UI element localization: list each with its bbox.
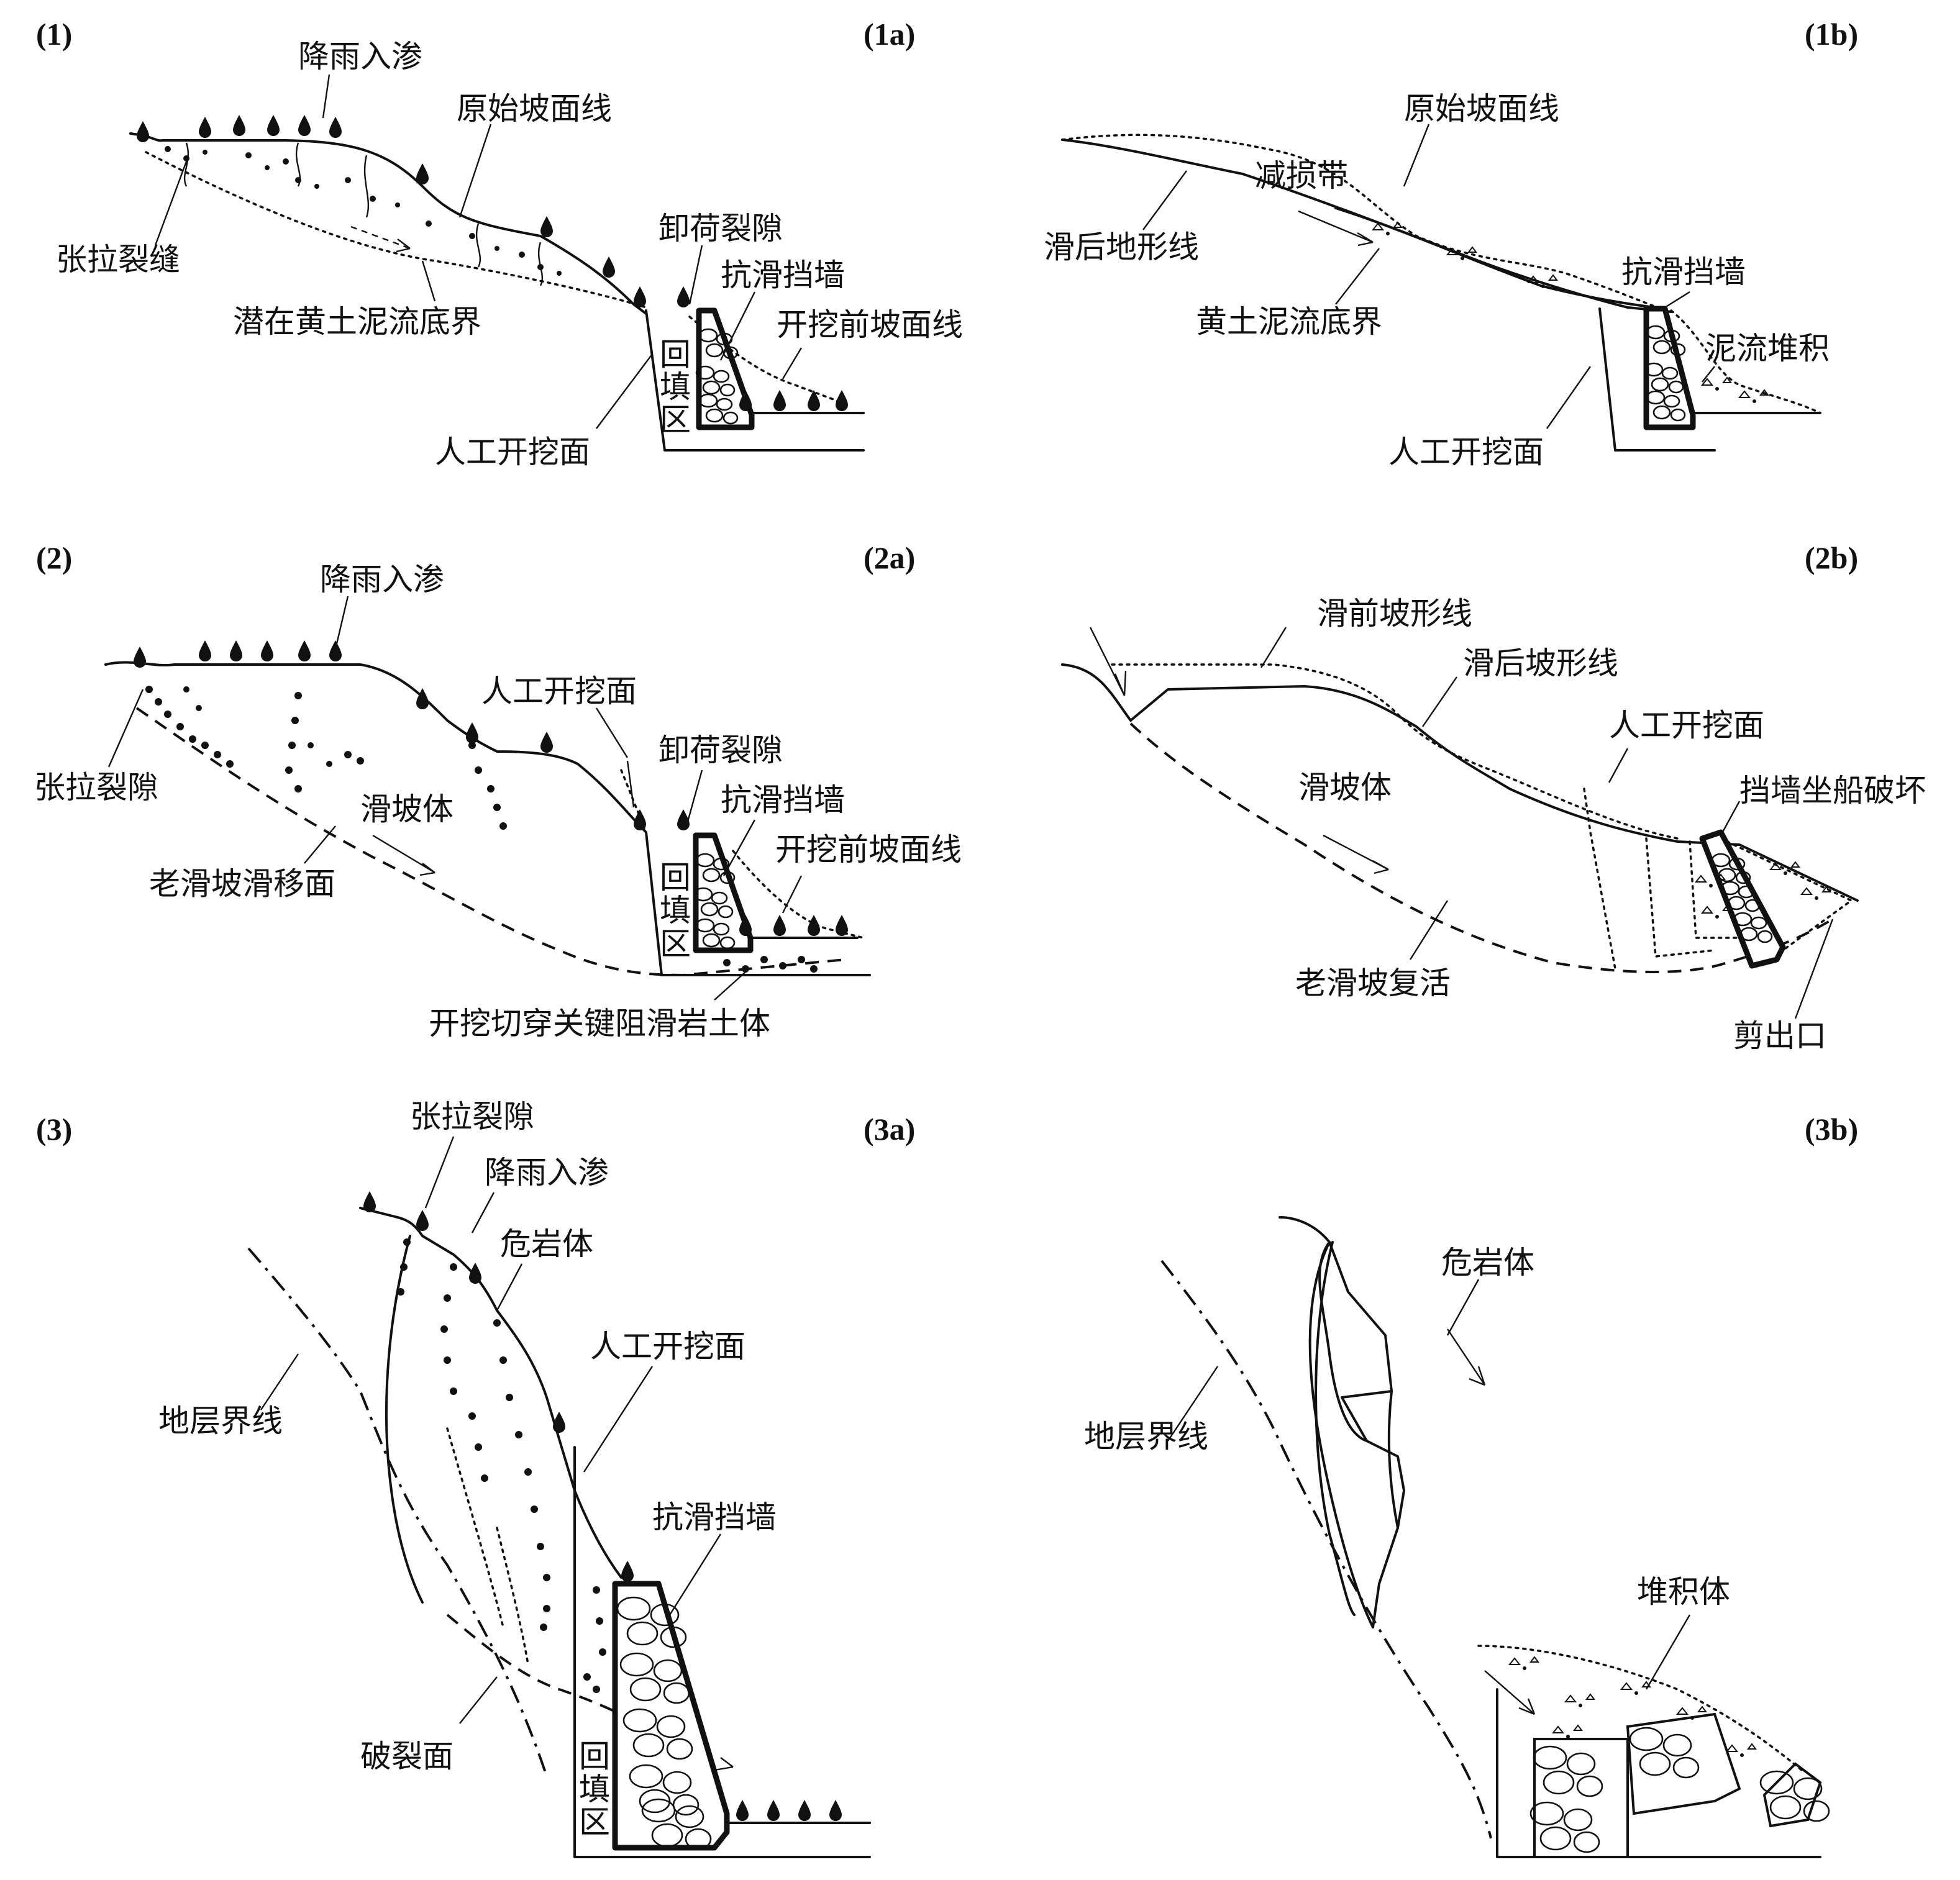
- pre-slide-line-2b: [1111, 663, 1679, 840]
- label-excavation-face-2b: 人工开挖面: [1609, 707, 1764, 743]
- label-excavation-face-1a: 人工开挖面: [435, 434, 590, 470]
- label-shear-outlet-2b: 剪出口: [1733, 1018, 1826, 1054]
- pre-excavation-line-1a: [688, 316, 846, 405]
- panel-label-2a: (2a): [864, 540, 915, 575]
- excavation-face-3a: [573, 1446, 871, 1858]
- label-wall-failure-2b: 挡墙坐船破坏: [1739, 773, 1926, 809]
- label-cut-key-block-2a: 开挖切穿关键阻滑岩土体: [429, 1006, 770, 1042]
- dashed-arrow-1a: [350, 225, 411, 250]
- label-backfill-1a-2: 区: [660, 402, 691, 438]
- label-unloading-crack-2a: 卸荷裂隙: [659, 732, 783, 768]
- potential-boundary-line-1a: [145, 151, 647, 309]
- excavation-face-1a: [645, 309, 865, 452]
- label-backfill-3a-1: 填: [579, 1771, 610, 1807]
- tension-cracks-1a: [165, 142, 562, 286]
- label-excavation-face-1b: 人工开挖面: [1388, 434, 1544, 470]
- label-backfill-3a-2: 区: [579, 1804, 610, 1840]
- retaining-wall-1a: [696, 307, 755, 430]
- label-old-slip-surface-2a: 老滑坡滑移面: [149, 866, 335, 902]
- panel-label-2b: (2b): [1805, 540, 1858, 575]
- original-slope-line-1b: [1061, 134, 1666, 312]
- label-mudflow-deposit-1b: 泥流堆积: [1705, 330, 1830, 366]
- label-anti-slide-wall-3a: 抗滑挡墙: [652, 1499, 777, 1535]
- post-slide-terrain-1b: [1061, 139, 1672, 313]
- label-anti-slide-wall-1b: 抗滑挡墙: [1621, 254, 1746, 290]
- label-backfill-1a-0: 回: [660, 337, 691, 373]
- label-backfill-2a-0: 回: [660, 860, 691, 896]
- label-damage-zone-1b: 减损带: [1255, 158, 1348, 194]
- excavation-face-2a: [645, 831, 871, 976]
- strata-line-3b: [1160, 1260, 1492, 1839]
- post-slide-line-2b: [1129, 685, 1859, 902]
- panel-2a-diagram: [104, 596, 871, 1001]
- label-excavation-face-2a: 人工开挖面: [481, 673, 637, 709]
- rock-block-outline-3b: [1279, 1216, 1405, 1628]
- label-post-slide-2b: 滑后坡形线: [1463, 645, 1618, 681]
- label-deposit-3b: 堆积体: [1637, 1574, 1730, 1610]
- label-pre-slide-2b: 滑前坡形线: [1317, 596, 1472, 632]
- slope-line-3a: [359, 1207, 622, 1579]
- label-landslide-body-2a: 滑坡体: [360, 791, 454, 827]
- mudflow-gravel-1b: [1372, 222, 1769, 404]
- label-tension-crack-3a: 张拉裂隙: [410, 1099, 534, 1135]
- label-tension-crack-2a: 张拉裂隙: [34, 770, 158, 806]
- label-original-slope-1a: 原始坡面线: [457, 91, 612, 127]
- panel-label-1b: (1b): [1805, 17, 1858, 52]
- label-rupture-surface-3a: 破裂面: [360, 1738, 454, 1774]
- label-excavation-face-3a: 人工开挖面: [590, 1328, 745, 1365]
- label-backfill-2a-1: 填: [660, 892, 691, 929]
- mudflow-deposit-outline-1b: [1670, 309, 1821, 414]
- panel-label-1: (1): [36, 17, 72, 52]
- strata-line-3a: [247, 1247, 548, 1777]
- deposit-outline-2b: [1726, 840, 1854, 951]
- label-tension-crack-1a: 张拉裂缝: [56, 242, 180, 278]
- panel-label-1a: (1a): [864, 17, 915, 52]
- label-strata-line-3a: 地层界线: [158, 1403, 283, 1439]
- slope-line-1a: [129, 132, 647, 315]
- old-landslide-slip-2b: [1129, 722, 1834, 973]
- excavation-face-3b: [1496, 1688, 1821, 1858]
- left-crack-3b: [1315, 1241, 1356, 1616]
- wall-block-2-3b: [1626, 1712, 1741, 1815]
- panel-label-3: (3): [36, 1112, 72, 1147]
- label-post-slide-terrain-1b: 滑后地形线: [1044, 229, 1199, 265]
- label-landslide-body-2b: 滑坡体: [1298, 770, 1392, 806]
- label-dangerous-rock-3a: 危岩体: [500, 1226, 593, 1262]
- panel-1b-diagram: [1061, 124, 1821, 452]
- rupture-crack-1-3a: [385, 1235, 424, 1604]
- label-dangerous-rock-3b: 危岩体: [1441, 1245, 1534, 1281]
- label-backfill-1a-1: 填: [660, 369, 691, 405]
- pre-excavation-line-2a: [732, 850, 865, 939]
- label-original-slope-1b: 原始坡面线: [1404, 91, 1559, 127]
- loess-flow-boundary-1b: [1334, 207, 1666, 310]
- label-rain-2a: 降雨入渗: [320, 561, 444, 597]
- panel-label-3a: (3a): [864, 1112, 915, 1147]
- infiltration-dots-3a: [397, 1238, 606, 1693]
- label-backfill-3a-0: 回: [579, 1738, 610, 1774]
- old-slip-surface-2a: [135, 707, 846, 977]
- panel-3b-diagram: [1160, 1216, 1830, 1858]
- label-reactivation-2b: 老滑坡复活: [1295, 965, 1451, 1001]
- label-potential-boundary-1a: 潜在黄土泥流底界: [233, 304, 481, 340]
- label-backfill-2a-2: 区: [660, 926, 691, 962]
- label-loess-flow-boundary-1b: 黄土泥流底界: [1196, 304, 1382, 340]
- label-anti-slide-wall-1a: 抗滑挡墙: [721, 257, 845, 293]
- label-strata-line-3b: 地层界线: [1084, 1419, 1208, 1455]
- label-rain-3a: 降雨入渗: [485, 1155, 609, 1191]
- label-pre-excavation-2a: 开挖前坡面线: [775, 832, 962, 868]
- panel-label-3b: (3b): [1805, 1112, 1858, 1147]
- label-pre-excavation-1a: 开挖前坡面线: [777, 307, 963, 343]
- panel-1a-diagram: [129, 74, 865, 452]
- panel-2b-diagram: [1061, 627, 1859, 1019]
- excavation-face-1b: [1598, 307, 1716, 452]
- label-anti-slide-wall-2a: 抗滑挡墙: [721, 782, 845, 818]
- label-rain-1a: 降雨入渗: [298, 39, 422, 75]
- panel-label-2: (2): [36, 540, 72, 575]
- wall-block-1-3b: [1533, 1738, 1629, 1858]
- excavation-outline-2b: [1583, 788, 1741, 970]
- label-unloading-crack-1a: 卸荷裂隙: [659, 211, 783, 247]
- infiltration-dots-2a: [145, 686, 818, 973]
- panel-3a-diagram: [247, 1136, 871, 1858]
